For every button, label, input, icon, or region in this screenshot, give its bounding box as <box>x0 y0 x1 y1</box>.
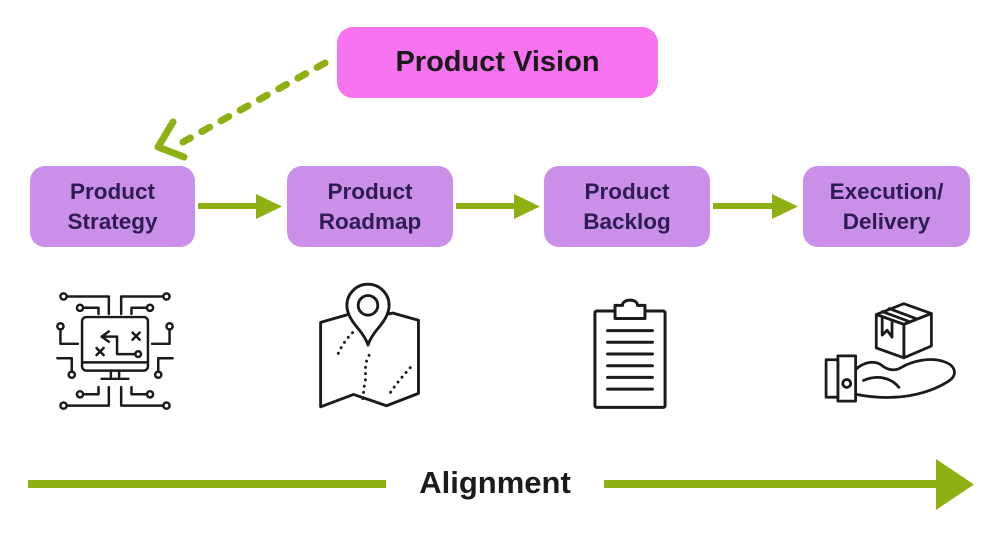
clipboard-list-icon <box>588 296 672 412</box>
stage-label-line1: Execution/ <box>829 178 944 204</box>
stage-label-line2: Roadmap <box>318 208 422 234</box>
product-backlog-box: Product Backlog <box>544 166 710 247</box>
stage-label-line1: Product <box>584 178 670 204</box>
map-location-pin-icon <box>306 276 430 414</box>
dashed-arrowhead-icon <box>154 118 188 161</box>
product-roadmap-box: Product Roadmap <box>287 166 453 247</box>
alignment-arrow-right <box>604 459 974 510</box>
execution-delivery-box: Execution/ Delivery <box>803 166 970 247</box>
flow-arrow-2 <box>456 194 540 219</box>
product-vision-label: Product Vision <box>395 46 600 78</box>
hand-package-delivery-icon <box>820 283 968 409</box>
flow-arrow-3 <box>713 194 798 219</box>
stage-label-line2: Delivery <box>842 208 931 234</box>
dashed-vision-arrow <box>154 59 329 161</box>
alignment-label: Alignment <box>419 465 571 500</box>
stage-label-line2: Strategy <box>67 208 158 234</box>
flow-arrow-1 <box>198 194 282 219</box>
stage-label-line1: Product <box>69 178 155 204</box>
product-strategy-box: Product Strategy <box>30 166 195 247</box>
strategy-circuit-monitor-icon <box>42 280 188 420</box>
product-vision-box: Product Vision <box>337 27 658 98</box>
stage-label-line1: Product <box>327 178 413 204</box>
stage-label-line2: Backlog <box>583 208 671 234</box>
